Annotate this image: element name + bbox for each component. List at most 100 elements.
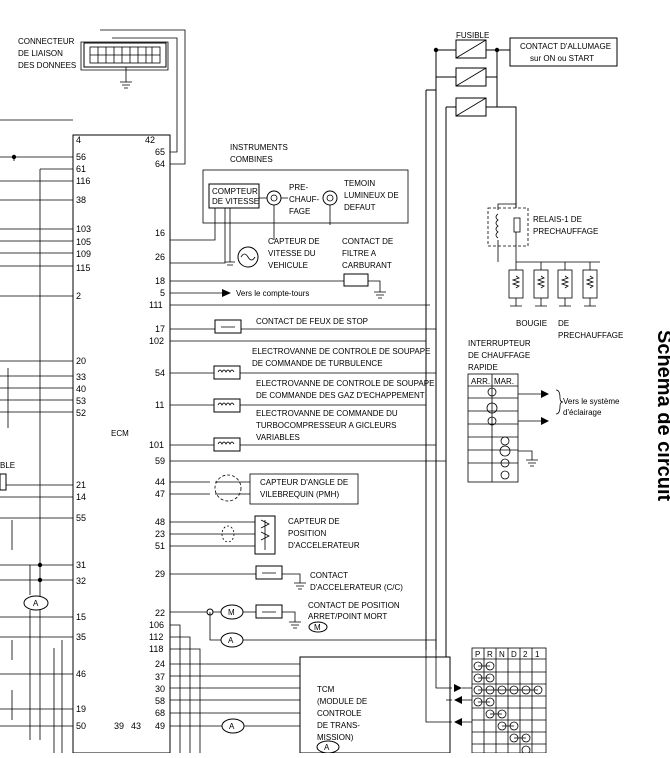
- compteur-line: COMPTEUR: [212, 187, 258, 196]
- pin-label: 53: [76, 396, 86, 406]
- pin-label: 33: [76, 372, 86, 382]
- pin-label: 115: [76, 263, 90, 273]
- pin-label: 31: [76, 560, 86, 570]
- pin-label: 14: [76, 492, 86, 502]
- ecm-right-pins: 42 65 64 16 26 18 5 111 17 102 54 11 101…: [114, 135, 165, 731]
- pin-label: 21: [76, 480, 86, 490]
- arrow-icon: [222, 289, 231, 297]
- pin-label: 55: [76, 513, 86, 523]
- pn-switch-line: ARRET/POINT MORT: [308, 612, 387, 621]
- ev-gaz-line: ELECTROVANNE DE CONTROLE DE SOUPAPE: [256, 379, 434, 388]
- relay-line: RELAIS-1 DE: [533, 215, 582, 224]
- ev-gaz-line: DE COMMANDE DES GAZ D'ECHAPPEMENT: [256, 391, 425, 400]
- gear-label: N: [499, 650, 505, 659]
- pin-label: 2: [76, 291, 81, 301]
- glow-plugs: [508, 261, 600, 307]
- pin-label: 5: [160, 288, 165, 298]
- pin-label: 51: [155, 541, 165, 551]
- pin-label: 16: [155, 228, 165, 238]
- gear-selector-table: P R N D 2 1: [471, 647, 547, 755]
- gear-label: 1: [535, 650, 540, 659]
- fusible-label: FUSIBLE: [456, 31, 489, 40]
- accel-sensor-line: CAPTEUR DE: [288, 517, 340, 526]
- pin-label: 116: [76, 176, 90, 186]
- pin-label: 29: [155, 569, 165, 579]
- tcm-line: (MODULE DE: [317, 697, 367, 706]
- pin-label: 101: [149, 440, 164, 450]
- pin-label: 11: [155, 400, 164, 410]
- accel-sensor-line: D'ACCELERATEUR: [288, 541, 360, 550]
- side-title: Schéma de circuit: [653, 330, 670, 502]
- ecm-left-pins: 4 56 61 116 38 103 105 109 115 2 20 33 4…: [76, 135, 91, 731]
- pin-label: 15: [76, 612, 86, 622]
- pin-label: 38: [76, 195, 86, 205]
- ev-turbulence-line: ELECTROVANNE DE CONTROLE DE SOUPAPE: [252, 347, 430, 356]
- pin-label: 65: [155, 147, 165, 157]
- tcm-line: CONTROLE: [317, 709, 361, 718]
- gear-label: D: [511, 650, 517, 659]
- stop-lamp-label: CONTACT DE FEUX DE STOP: [256, 317, 368, 326]
- mar-label: MAR.: [494, 377, 514, 386]
- pin-label: 37: [155, 672, 165, 682]
- pin-label: 30: [155, 684, 165, 694]
- quick-switch-line: RAPIDE: [468, 363, 498, 372]
- pin-label: 50: [76, 721, 86, 731]
- temoin-line: TEMOIN: [344, 179, 375, 188]
- instrument-line: COMBINES: [230, 155, 273, 164]
- pin-label: 47: [155, 489, 165, 499]
- pin-label: 4: [76, 135, 81, 145]
- ammeter-a-left: [23, 595, 49, 611]
- pin-label: 49: [155, 721, 165, 731]
- quick-switch-line: INTERRUPTEUR: [468, 339, 531, 348]
- arr-label: ARR.: [471, 377, 490, 386]
- fuel-filter-switch: [343, 273, 369, 287]
- tcm-line: TCM: [317, 685, 335, 694]
- accelerator-sensor: [170, 515, 276, 555]
- pin-label: 32: [76, 576, 86, 586]
- gear-label: 2: [523, 650, 528, 659]
- instrument-cluster: INSTRUMENTS COMBINES COMPTEUR DE VITESSE…: [170, 143, 409, 266]
- ev-turbo-line: TURBOCOMPRESSEUR A GICLEURS: [256, 421, 396, 430]
- pin-label: 106: [149, 620, 164, 630]
- pin-label: 54: [155, 368, 165, 378]
- ecm-left-wires: [0, 119, 73, 753]
- pin-label: 59: [155, 456, 165, 466]
- relay-line: PRECHAUFFAGE: [533, 227, 598, 236]
- pmh-line: CAPTEUR D'ANGLE DE: [260, 478, 348, 487]
- accel-switch-line: D'ACCELERATEUR (C/C): [310, 583, 403, 592]
- pin-label: 18: [155, 276, 165, 286]
- lighting-line: Vers le système: [563, 397, 620, 406]
- accel-switch: [255, 565, 283, 580]
- glow-plug-line: DE: [558, 319, 569, 328]
- ev-turbo-line: ELECTROVANNE DE COMMANDE DU: [256, 409, 398, 418]
- ammeter-letter: A: [229, 722, 235, 731]
- power-feed-wires: [425, 50, 517, 700]
- quick-heating-switch: [467, 373, 564, 483]
- pin-label: 52: [76, 408, 86, 418]
- data-link-connector: CONNECTEUR DE LIAISON DES DONNEES: [18, 29, 186, 165]
- ev-turbulence-line: DE COMMANDE DE TURBULENCE: [252, 359, 383, 368]
- ignition-contact-box: [509, 37, 618, 67]
- speed-sensor-line: CAPTEUR DE: [268, 237, 320, 246]
- pin-label: 24: [155, 659, 165, 669]
- gear-label: P: [475, 650, 480, 659]
- stop-lamp-switch: [214, 319, 242, 334]
- connecteur-line: DE LIAISON: [18, 49, 63, 58]
- accel-switch-line: CONTACT: [310, 571, 348, 580]
- glow-plug-line: BOUGIE: [516, 319, 547, 328]
- solenoid-valves: [170, 365, 446, 462]
- connecteur-line: DES DONNEES: [18, 61, 76, 70]
- sine-glyph: [240, 253, 256, 261]
- speed-sensor-line: VEHICULE: [268, 261, 308, 270]
- pin-label: 48: [155, 517, 165, 527]
- pin-label: 102: [149, 336, 164, 346]
- pin-label: 118: [149, 644, 163, 654]
- connecteur-line: CONNECTEUR: [18, 37, 75, 46]
- fuse-block: FUSIBLE: [433, 31, 510, 117]
- diodes: [425, 650, 472, 726]
- pin-label: 19: [76, 704, 86, 714]
- pin-label: 112: [149, 632, 163, 642]
- pn-switch: [255, 604, 283, 619]
